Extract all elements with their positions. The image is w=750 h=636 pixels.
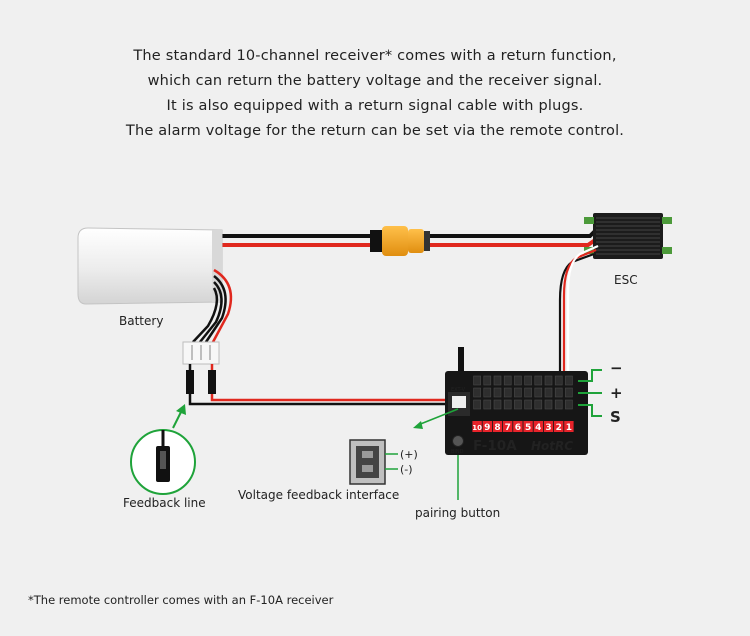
plus-marker: (+) <box>400 448 418 461</box>
channel-number: 7 <box>505 423 511 433</box>
pin-polarity-markers: − + S <box>578 359 623 426</box>
pairing-button-label: pairing button <box>415 506 500 520</box>
pin-header <box>473 375 573 410</box>
header-pin <box>514 375 522 386</box>
intro-line-1: The standard 10-channel receiver* comes … <box>133 48 617 64</box>
header-pin <box>534 399 543 410</box>
header-pin <box>493 399 502 410</box>
header-pin <box>503 387 512 398</box>
header-pin <box>473 387 481 398</box>
header-pin <box>524 387 532 398</box>
channel-label-bg <box>503 421 513 432</box>
intro-line-3: It is also equipped with a return signal… <box>166 98 584 114</box>
header-pin <box>524 399 532 410</box>
channel-label-bg <box>482 421 492 432</box>
esc-label: ESC <box>614 273 638 287</box>
header-pin <box>554 387 563 398</box>
header-pin <box>514 399 522 410</box>
voltage-feedback-interface: (+) (-) <box>349 439 418 485</box>
header-pin <box>493 387 502 398</box>
header-pin <box>565 375 573 386</box>
ext-v-label: EXT-V <box>451 387 466 393</box>
header-pin <box>554 399 563 410</box>
receiver-model: F-10A <box>473 438 517 454</box>
header-pin <box>565 399 573 410</box>
header-pin <box>493 375 502 386</box>
channel-label-bg <box>554 421 564 432</box>
esc-module <box>584 213 672 259</box>
header-pin <box>514 387 522 398</box>
voltage-feedback-label: Voltage feedback interface <box>238 488 399 502</box>
minus-sign: − <box>610 359 623 377</box>
xt60-connector <box>370 226 430 256</box>
channel-number: 3 <box>545 423 551 433</box>
callout-arrows <box>172 404 459 500</box>
signal-label: S <box>610 408 621 426</box>
channel-number: 5 <box>525 423 531 433</box>
intro-text: The standard 10-channel receiver* comes … <box>0 44 750 144</box>
receiver-brand: HotRC <box>531 439 573 453</box>
feedback-line-magnifier <box>130 429 196 495</box>
header-pin <box>503 399 512 410</box>
channel-label-bg <box>564 421 574 432</box>
plus-sign: + <box>610 384 623 402</box>
channel-label-bg <box>543 421 554 432</box>
channel-number: 10 <box>472 424 482 432</box>
header-pin <box>534 387 543 398</box>
header-pin <box>544 375 553 386</box>
channel-number: 9 <box>484 423 490 433</box>
channel-label-bg <box>472 421 482 432</box>
header-pin <box>544 387 553 398</box>
channel-label-bg <box>513 421 523 432</box>
bind-label: BIND <box>451 449 464 455</box>
intro-line-2: which can return the battery voltage and… <box>147 73 603 89</box>
battery-pack <box>77 227 223 305</box>
header-pin <box>565 387 573 398</box>
esc-signal-lead <box>558 244 599 398</box>
header-pin <box>503 375 512 386</box>
bind-button[interactable] <box>452 435 464 447</box>
footnote: *The remote controller comes with an F-1… <box>28 593 334 607</box>
channel-number: 1 <box>566 423 572 433</box>
header-pin <box>524 375 532 386</box>
balance-lead <box>182 268 446 406</box>
intro-line-4: The alarm voltage for the return can be … <box>125 123 625 139</box>
channel-number: 6 <box>515 423 521 433</box>
channel-number: 8 <box>494 423 500 433</box>
header-pin <box>534 375 543 386</box>
header-pin <box>483 387 492 398</box>
header-pin <box>473 375 481 386</box>
channel-label-bg <box>533 421 543 432</box>
channel-label-bg <box>523 421 533 432</box>
channel-label-bg <box>492 421 503 432</box>
channel-number: 2 <box>556 423 562 433</box>
header-pin <box>483 399 492 410</box>
feedback-line-label: Feedback line <box>123 496 206 510</box>
battery-label: Battery <box>119 314 163 328</box>
header-pin <box>473 399 481 410</box>
minus-marker: (-) <box>400 463 413 476</box>
header-pin <box>544 399 553 410</box>
header-pin <box>483 375 492 386</box>
header-pin <box>554 375 563 386</box>
channel-number: 4 <box>535 423 541 433</box>
